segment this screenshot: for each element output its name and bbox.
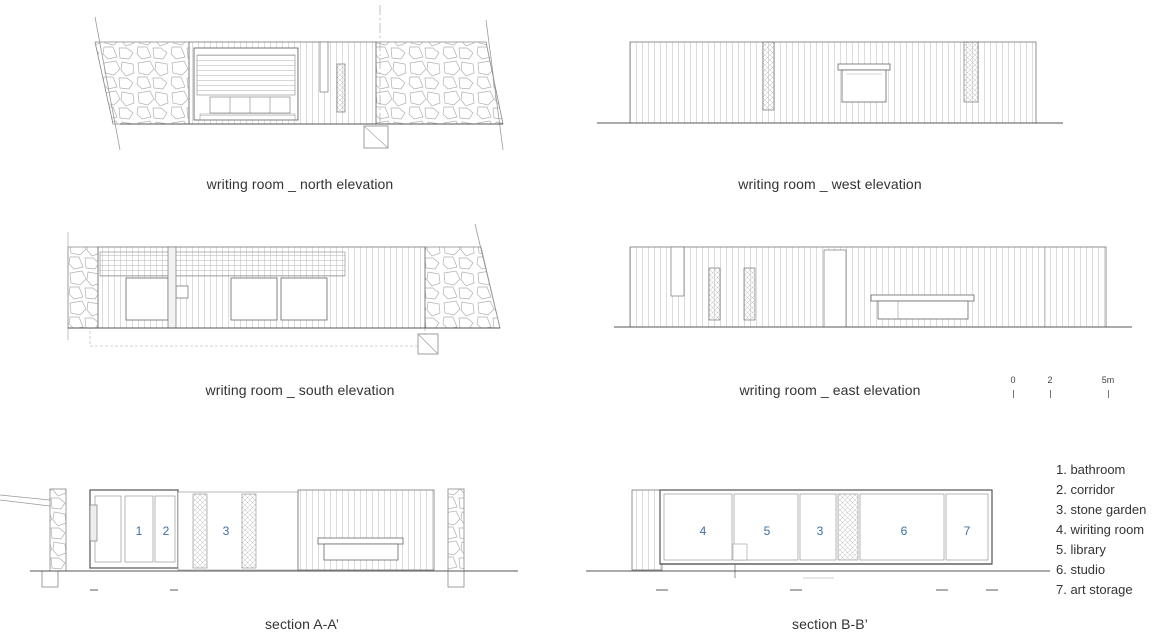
legend-item-library: 5. library — [1056, 542, 1106, 557]
north-elevation-drawing — [94, 5, 504, 151]
legend-item-writing-room: 4. wiriting room — [1056, 522, 1145, 537]
section-b-drawing — [586, 489, 1050, 591]
room-legend: 1. bathroom 2. corridor 3. stone garden … — [1056, 460, 1146, 600]
room-numbers-section-a: 1 2 3 — [136, 524, 230, 538]
scale-tick-2 — [1050, 390, 1051, 398]
room-number-1: 1 — [136, 524, 143, 538]
room-number-2: 2 — [163, 524, 170, 538]
caption-west-elevation: writing room _ west elevation — [738, 176, 922, 192]
room-number-6: 6 — [901, 524, 908, 538]
legend-item-studio: 6. studio — [1056, 562, 1106, 577]
legend-item-bathroom: 1. bathroom — [1056, 462, 1126, 477]
south-elevation-drawing — [67, 223, 501, 355]
legend-item-corridor: 2. corridor — [1056, 482, 1115, 497]
caption-south-elevation: writing room _ south elevation — [205, 382, 395, 398]
room-number-3: 3 — [223, 524, 230, 538]
west-elevation-drawing — [597, 41, 1063, 124]
room-number-4: 4 — [700, 524, 707, 538]
room-number-3b: 3 — [817, 524, 824, 538]
scale-label-2: 2 — [1047, 375, 1053, 385]
caption-north-elevation: writing room _ north elevation — [206, 176, 394, 192]
room-number-7: 7 — [964, 524, 971, 538]
scale-label-5m: 5m — [1101, 375, 1115, 385]
section-a-drawing — [0, 488, 518, 591]
caption-east-elevation: writing room _ east elevation — [739, 382, 921, 398]
room-numbers-section-b: 4 5 3 6 7 — [700, 524, 971, 538]
caption-section-b: section B-B’ — [792, 616, 868, 632]
scale-tick-5m — [1108, 390, 1109, 398]
scale-label-0: 0 — [1010, 375, 1016, 385]
legend-item-art-storage: 7. art storage — [1056, 582, 1133, 597]
legend-item-stone-garden: 3. stone garden — [1056, 502, 1147, 517]
room-number-5: 5 — [764, 524, 771, 538]
scale-tick-0 — [1013, 390, 1014, 398]
caption-section-a: section A-A’ — [264, 616, 340, 632]
east-elevation-drawing — [614, 246, 1132, 328]
